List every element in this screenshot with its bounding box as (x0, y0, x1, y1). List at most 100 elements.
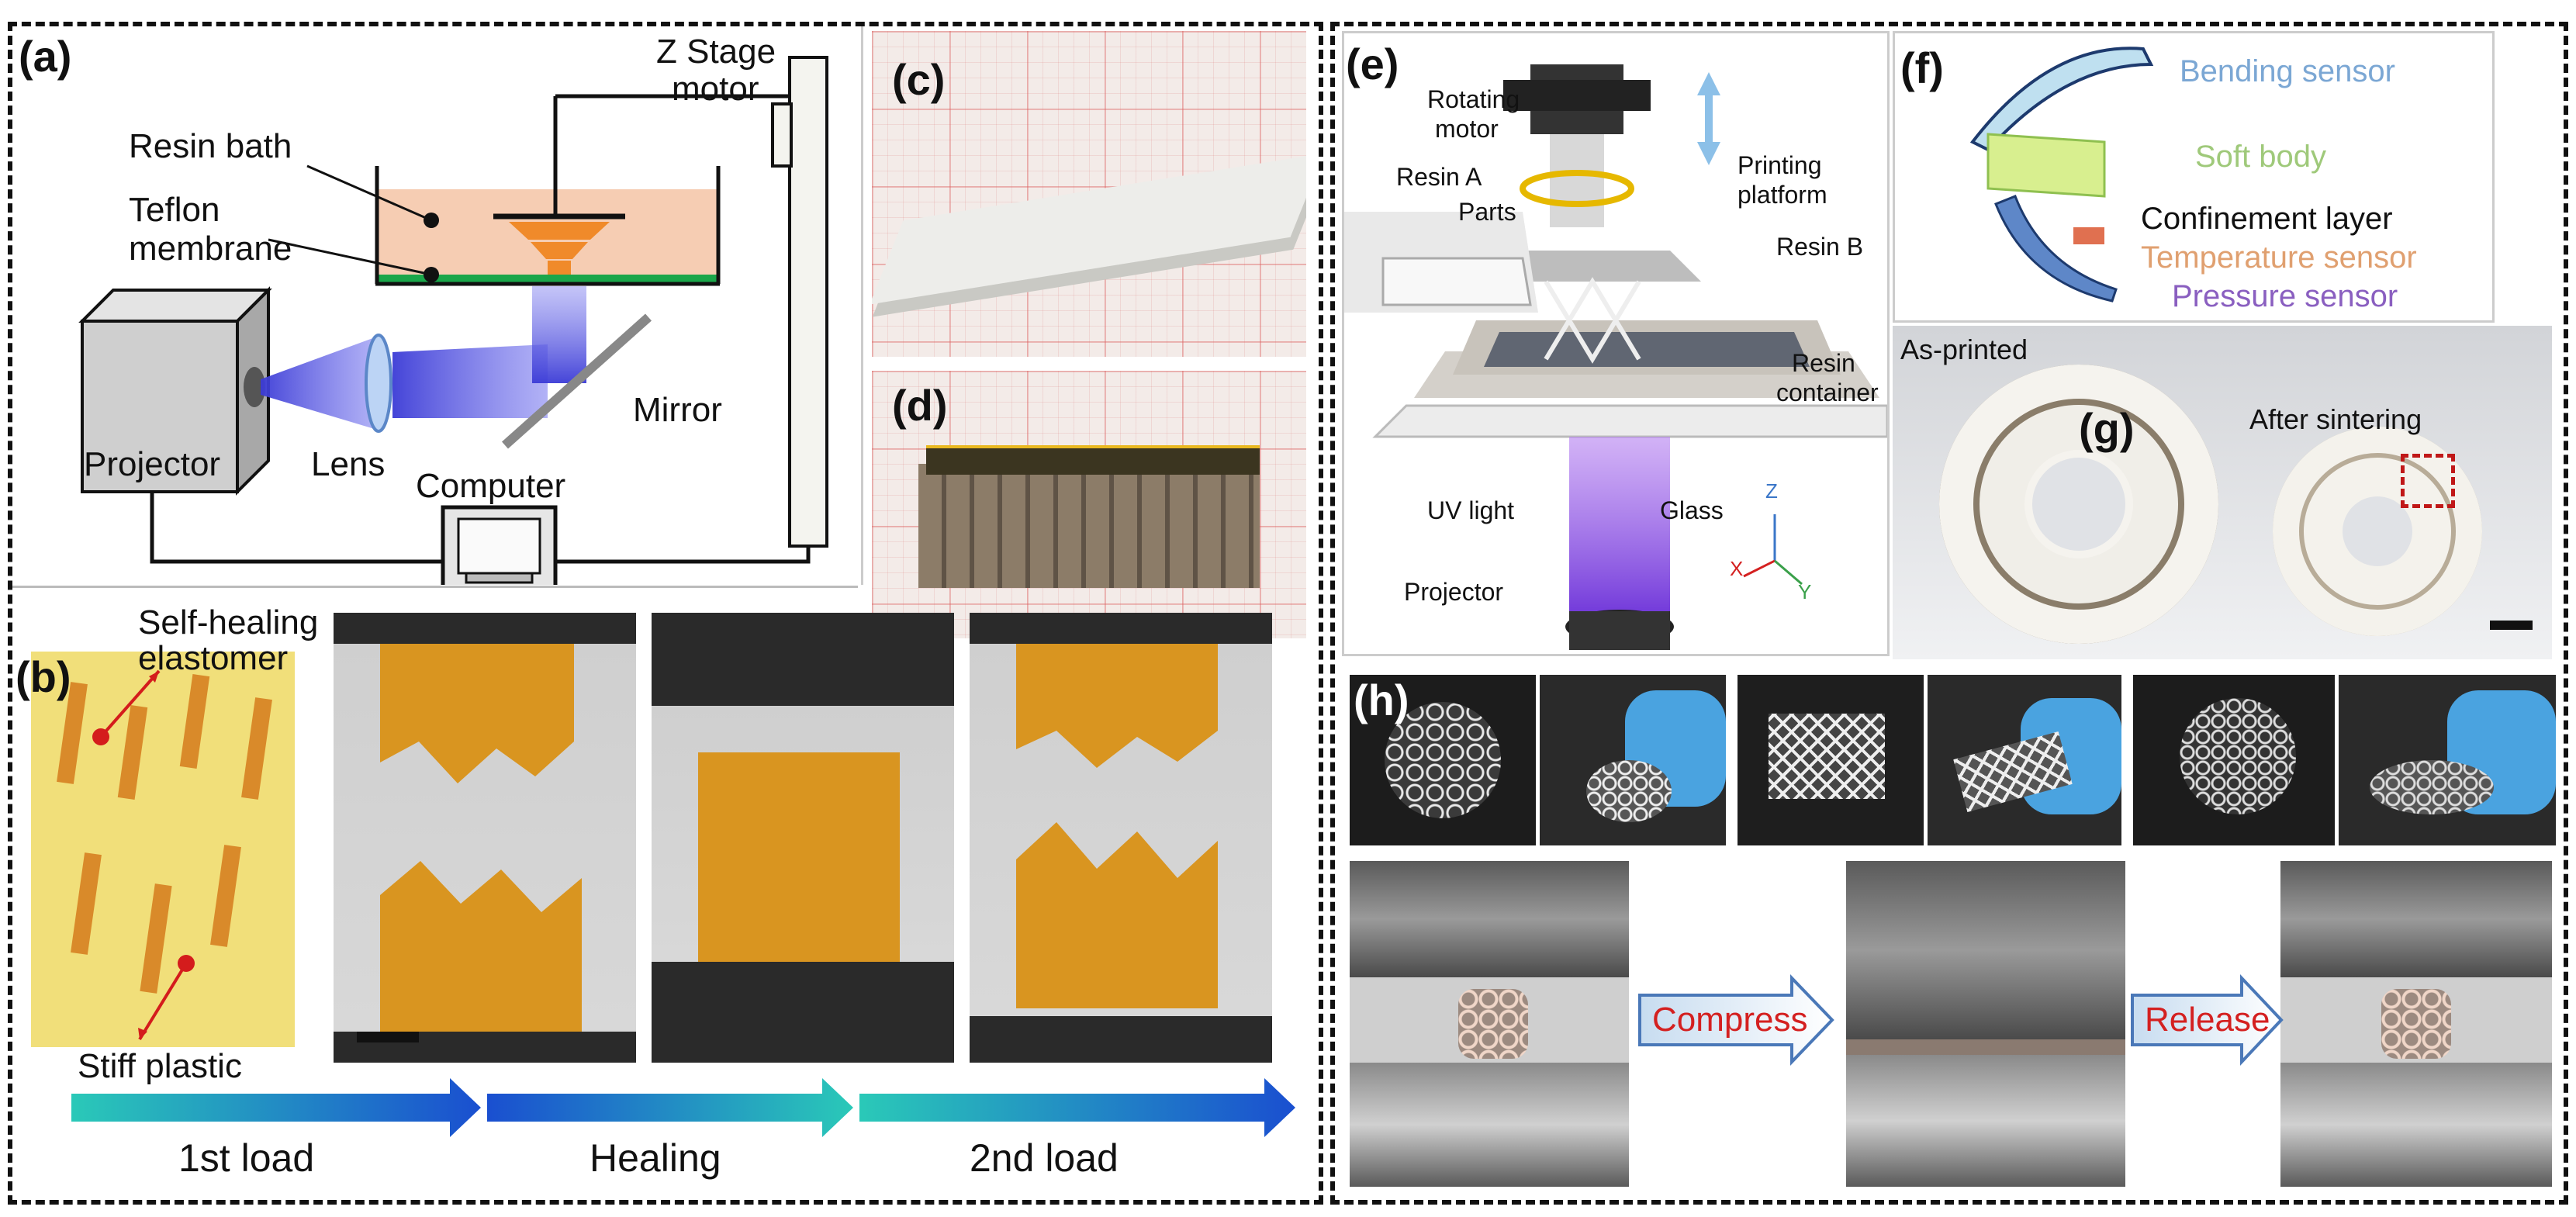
stage-1st-load-label: 1st load (178, 1136, 315, 1180)
rotating-motor-label-line2: motor (1435, 115, 1499, 143)
panel-h-compressed-photo (1846, 861, 2125, 1187)
panel-a-schematic (78, 56, 828, 585)
arrow-2nd-load (859, 1078, 1295, 1137)
lattice-cube (1458, 989, 1528, 1059)
panel-a: (a) Z Stage motor Resin bath Teflon memb… (12, 26, 858, 585)
axis-y-label: Y (1798, 580, 1812, 603)
compress-label: Compress (1652, 1001, 1808, 1039)
panel-b-healing-photo (652, 613, 954, 1063)
z-stage-motor-label-line2: motor (672, 70, 759, 108)
printed-strip (872, 153, 1306, 305)
zoom-box (2401, 454, 2455, 508)
lattice-sphere (1385, 702, 1501, 818)
panel-h-lattice-photo-6 (2339, 675, 2556, 845)
panel-g-label: (g) (2079, 404, 2135, 453)
resin-container-label-line2: container (1776, 379, 1879, 406)
stiff-plastic-label: Stiff plastic (78, 1047, 242, 1085)
left-figure-frame (8, 22, 1323, 1205)
lower-platen (1350, 1063, 1629, 1187)
projector-e-label: Projector (1404, 578, 1504, 606)
stacked-blocks (918, 464, 1260, 588)
rotating-motor-label-line1: Rotating (1427, 85, 1520, 113)
panel-b-sample-photo (31, 652, 295, 1047)
lattice-block (1769, 714, 1885, 799)
panel-e (1342, 31, 1890, 656)
specimen-top-half (380, 644, 574, 783)
teflon-membrane-label-line2: membrane (129, 230, 292, 268)
blocks-top (926, 445, 1260, 475)
compressed-sample (1846, 1039, 2125, 1055)
specimen-bottom-half-2 (1016, 822, 1218, 1008)
resin-b-label: Resin B (1776, 233, 1864, 261)
computer-label: Computer (416, 467, 566, 505)
healed-specimen (698, 752, 900, 962)
mirror-label: Mirror (633, 391, 722, 429)
panel-h-lattice-photo-5 (2133, 675, 2335, 845)
squeezed-lattice (1586, 760, 1672, 822)
parts-label: Parts (1458, 198, 1516, 226)
panel-b-1st-load-photo (334, 613, 636, 1063)
panel-ab-divider (12, 586, 858, 588)
printing-platform-label-line2: platform (1738, 181, 1827, 209)
panel-f-sensor-illustration (1969, 47, 2154, 303)
resin-a-label: Resin A (1396, 163, 1482, 191)
as-printed-label: As-printed (1900, 334, 2028, 365)
after-sintering-label: After sintering (2249, 403, 2422, 435)
panel-h-label: (h) (1354, 676, 1409, 724)
compress-arrow (1638, 974, 1834, 1066)
lower-platen-2 (1846, 1055, 2125, 1187)
panel-h-lattice-photo-4 (1928, 675, 2121, 845)
panel-b-2nd-load-photo (970, 613, 1272, 1063)
panel-e-label: (e) (1346, 40, 1399, 88)
self-healing-label-line1: Self-healing (138, 603, 319, 641)
self-healing-label-line2: elastomer (138, 639, 289, 677)
panel-b-label: (b) (16, 652, 71, 701)
panel-h-lattice-photo-1 (1350, 675, 1536, 845)
flattened-dome (2370, 760, 2494, 814)
soft-body-label: Soft body (2195, 140, 2327, 174)
panel-c-photo (872, 31, 1306, 357)
as-printed-ring-hole (2032, 458, 2125, 551)
axis-x-label: X (1730, 557, 1744, 580)
scale-bar-g (2490, 621, 2533, 630)
bending-sensor-label: Bending sensor (2180, 54, 2395, 88)
panel-a-right-divider (861, 26, 863, 585)
recovered-cube (2381, 989, 2451, 1059)
sintered-ring-hole (2343, 496, 2412, 566)
panel-d-label: (d) (892, 381, 948, 430)
lens-label: Lens (311, 445, 386, 483)
arrow-healing (487, 1078, 853, 1137)
confinement-layer-label: Confinement layer (2141, 202, 2393, 236)
projector-label: Projector (84, 445, 221, 483)
upper-platen-3 (2280, 861, 2552, 977)
panel-h-released-photo (2280, 861, 2552, 1187)
panel-a-label: (a) (19, 32, 72, 81)
panel-e-printer-render (1344, 64, 1887, 650)
temperature-sensor-label: Temperature sensor (2141, 240, 2417, 275)
panel-g-photo (1893, 326, 2552, 659)
axis-z-label: Z (1765, 479, 1778, 503)
panel-c-label: (c) (892, 55, 946, 104)
panel-h-lattice-photo-3 (1738, 675, 1924, 845)
z-stage-motor-label-line1: Z Stage (656, 33, 776, 71)
pressure-sensor-label: Pressure sensor (2172, 279, 2398, 313)
panel-h-before-photo (1350, 861, 1629, 1187)
panel-f (1893, 31, 2495, 323)
lattice-dome (2180, 698, 2296, 814)
panel-f-label: (f) (1900, 43, 1944, 92)
resin-container-label-line1: Resin (1792, 349, 1855, 377)
glass-label: Glass (1660, 496, 1724, 524)
uv-light-label: UV light (1427, 496, 1515, 524)
stage-2nd-load-label: 2nd load (970, 1136, 1119, 1180)
specimen-bottom-half (380, 861, 582, 1032)
stage-healing-label: Healing (590, 1136, 721, 1180)
panel-h-lattice-photo-2 (1540, 675, 1726, 845)
panel-d-photo (872, 371, 1306, 638)
specimen-top-half-2 (1016, 644, 1218, 768)
panel-b-pointers (92, 669, 195, 1041)
teflon-membrane-label-line1: Teflon (129, 191, 220, 229)
lower-platen-3 (2280, 1063, 2552, 1187)
right-figure-frame (1330, 22, 2568, 1205)
release-arrow (2131, 973, 2284, 1067)
upper-platen (1350, 861, 1629, 977)
